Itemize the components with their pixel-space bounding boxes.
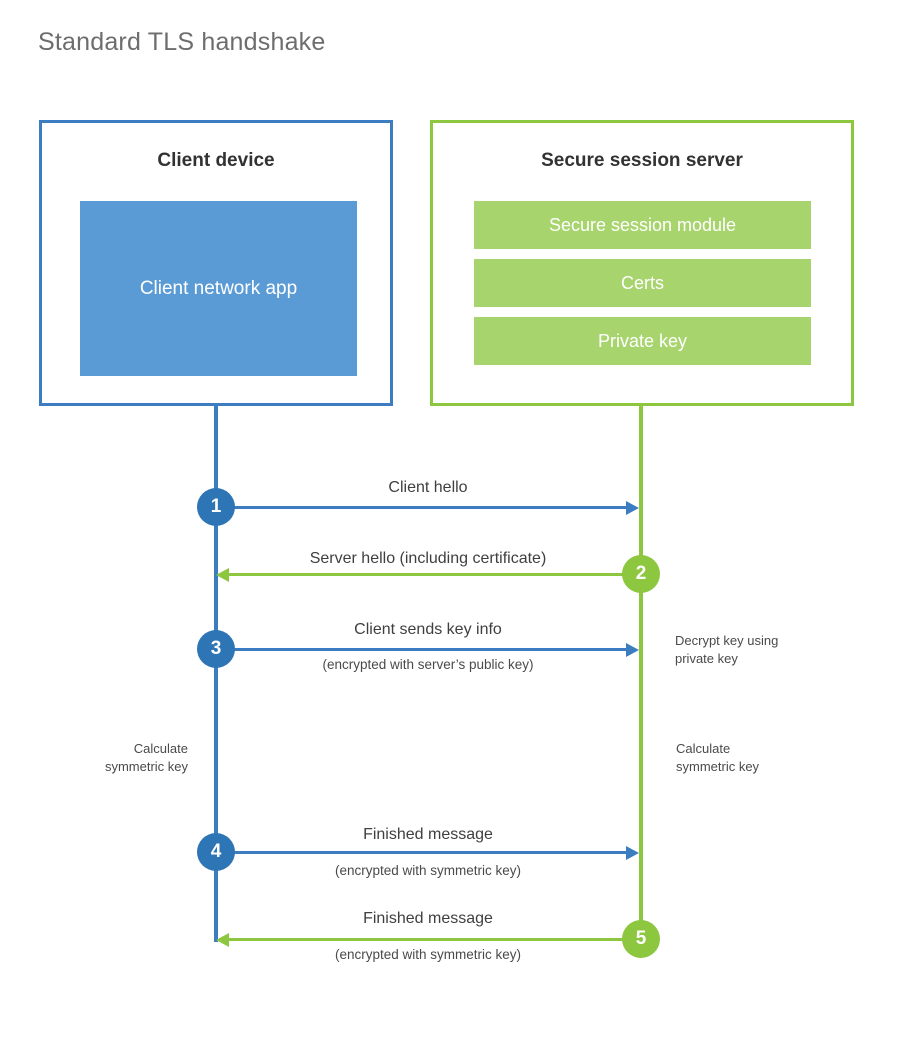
secure-session-server-box: Secure session server Secure session mod… [430, 120, 854, 406]
server-calculate-symmetric-key-note: Calculate symmetric key [676, 741, 760, 774]
server-component-certs: Certs [474, 259, 811, 307]
step-3-label: Client sends key info [354, 621, 502, 638]
step-2-arrow-line [229, 573, 641, 576]
step-5-sublabel: (encrypted with symmetric key) [334, 947, 522, 962]
step-2-arrow-head [216, 567, 229, 582]
step-1-arrow-head [626, 500, 639, 515]
client-network-app-block: Client network app [80, 201, 357, 376]
step-5-arrow-line [229, 938, 641, 941]
step-2-marker[interactable]: 2 [622, 555, 660, 593]
page-title: Standard TLS handshake [38, 28, 326, 56]
step-5-marker[interactable]: 5 [622, 920, 660, 958]
step-1-marker[interactable]: 1 [197, 488, 235, 526]
step-3-sublabel: (encrypted with server’s public key) [322, 657, 534, 672]
server-decrypt-note: Decrypt key using private key [675, 633, 779, 666]
client-calculate-symmetric-key-note: Calculate symmetric key [104, 741, 188, 774]
step-3-arrow-line [216, 648, 626, 651]
step-1-arrow-line [216, 506, 626, 509]
step-5-label: Finished message [363, 910, 493, 927]
step-3-marker[interactable]: 3 [197, 630, 235, 668]
server-component-private-key: Private key [474, 317, 811, 365]
step-5-arrow-head [216, 932, 229, 947]
step-4-marker[interactable]: 4 [197, 833, 235, 871]
step-4-label: Finished message [363, 826, 493, 843]
step-4-arrow-line [216, 851, 626, 854]
step-4-sublabel: (encrypted with symmetric key) [334, 863, 522, 878]
step-4-arrow-head [626, 845, 639, 860]
step-1-label: Client hello [388, 479, 468, 496]
step-2-label: Server hello (including certificate) [309, 550, 547, 567]
server-component-list: Secure session module Certs Private key [474, 201, 811, 365]
client-device-title: Client device [157, 150, 275, 171]
secure-session-server-title: Secure session server [541, 150, 743, 171]
step-3-arrow-head [626, 642, 639, 657]
client-device-box: Client device Client network app [39, 120, 393, 406]
server-component-secure-session-module: Secure session module [474, 201, 811, 249]
client-lifeline [214, 405, 218, 942]
server-lifeline [639, 405, 643, 940]
